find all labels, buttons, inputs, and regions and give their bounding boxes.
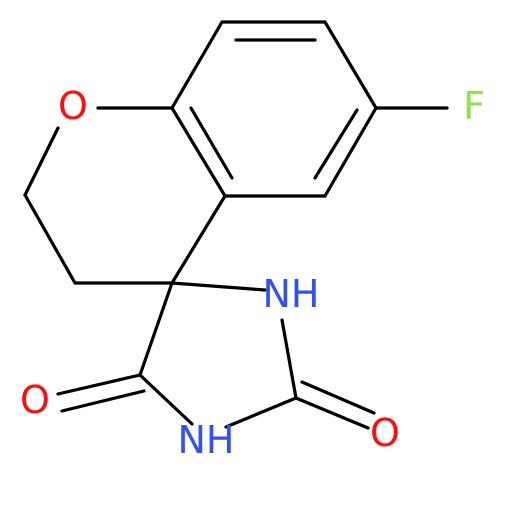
bond-ch2-ch2 [23, 193, 77, 285]
bond-benzene-lower-right-inner [313, 108, 359, 180]
bond-c4-spiro [138, 281, 174, 377]
bond-spiro-benzene [170, 194, 227, 285]
bond-c2-nh-bottom [224, 396, 298, 429]
carbonyl-oxygen-right-label: O [370, 411, 400, 455]
bond-benzene-lower-left [170, 106, 227, 198]
fluorine-label: F [463, 84, 485, 128]
bond-benzene-upper-right [323, 20, 378, 110]
bond-c2-o-a [294, 396, 370, 430]
bond-nh-c2 [280, 318, 298, 400]
atom-labels: O F NH NH O O [20, 84, 485, 462]
bond-benzene-upper-left [170, 20, 224, 110]
bonds [23, 20, 449, 430]
bond-c2-o-b [300, 380, 376, 415]
bond-spiro-nh [170, 281, 267, 292]
bond-o-ch2 [23, 126, 60, 197]
bond-benzene-lower-left-inner [189, 106, 234, 180]
carbonyl-oxygen-left-label: O [20, 378, 50, 422]
bond-nh-bottom-c4 [138, 373, 194, 426]
bond-benzene-lower-right [323, 106, 378, 198]
ring-oxygen-label: O [58, 84, 88, 128]
imide-nh-bottom-label: NH [178, 418, 235, 462]
amine-nh-top-label: NH [263, 272, 320, 316]
bond-c4-o-b [60, 389, 146, 413]
bond-c4-o-a [56, 373, 142, 396]
